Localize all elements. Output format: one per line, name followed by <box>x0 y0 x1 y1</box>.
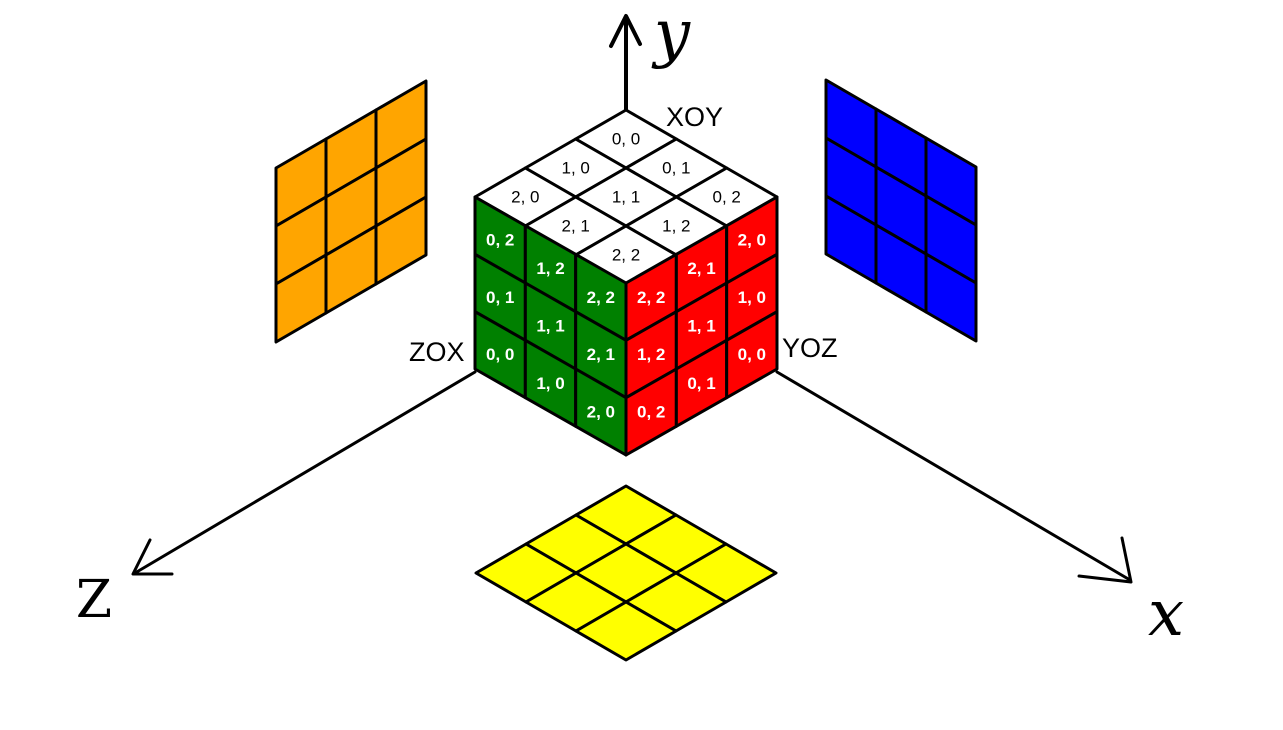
right-face-cell-r2-c2 <box>725 310 779 400</box>
cube-face-top-xoy: 0, 0 0, 1 0, 2 1, 0 1, 1 1, 2 2, 0 2, 1 2, 2 <box>473 108 779 286</box>
y-axis-label: y <box>651 0 691 71</box>
right-face-cell-label: 1, 2 <box>637 345 665 364</box>
top-face-cell-label: 1, 1 <box>612 188 640 207</box>
top-face-cell-label: 0, 1 <box>662 159 690 178</box>
cube-face-right-yoz: 2, 2 2, 1 2, 0 1, 2 1, 1 1, 0 0, 2 0, 1 0, 0 <box>624 195 779 457</box>
left-face-cell-label: 2, 0 <box>587 403 615 422</box>
y-axis-arrowhead <box>609 14 642 48</box>
x-axis-line <box>775 370 1132 582</box>
exploded-face-blue <box>824 78 978 343</box>
right-face-cell-label: 0, 0 <box>738 345 766 364</box>
right-face-cell-label: 1, 1 <box>687 317 715 336</box>
top-face-cell-label: 1, 2 <box>662 217 690 236</box>
top-face-cell-label: 2, 1 <box>561 217 589 236</box>
top-face-cell-label: 2, 0 <box>511 188 539 207</box>
x-axis-arrowhead <box>1077 536 1133 584</box>
exploded-face-yellow <box>474 484 778 662</box>
z-axis-line <box>133 370 477 575</box>
left-face-cell-label: 1, 1 <box>536 317 564 336</box>
left-face-cell-label: 0, 2 <box>486 231 514 250</box>
blue-face-cell-r2-c2 <box>924 252 978 343</box>
left-face-cell-label: 2, 2 <box>587 288 615 307</box>
x-axis-label: x <box>1148 577 1184 651</box>
right-face-cell-label: 1, 0 <box>738 288 766 307</box>
z-axis-label: Z <box>76 570 112 630</box>
plane-label-zox: ZOX <box>409 337 465 367</box>
left-face-cell-label: 0, 1 <box>486 288 514 307</box>
plane-label-yoz: YOZ <box>782 333 838 363</box>
exploded-face-orange <box>274 79 428 344</box>
cube-face-left-zox: 0, 2 1, 2 2, 2 0, 1 1, 1 2, 1 0, 0 1, 0 2, 0 <box>473 195 628 457</box>
right-face-cell-label: 0, 2 <box>637 403 665 422</box>
top-face-cell-label: 0, 0 <box>612 130 640 149</box>
left-face-cell-label: 2, 1 <box>587 345 615 364</box>
right-face-cell-label: 0, 1 <box>687 374 715 393</box>
right-face-cell-label: 2, 1 <box>687 259 715 278</box>
top-face-cell-label: 0, 2 <box>712 188 740 207</box>
left-face-cell-label: 1, 2 <box>536 259 564 278</box>
z-axis-arrowhead <box>131 538 174 576</box>
left-face-cell-label: 0, 0 <box>486 345 514 364</box>
top-face-cell-label: 1, 0 <box>561 159 589 178</box>
left-face-cell-label: 1, 0 <box>536 374 564 393</box>
right-face-cell-label: 2, 2 <box>637 288 665 307</box>
orange-face-cell-r2-c2 <box>374 195 428 286</box>
axes <box>131 14 1133 584</box>
plane-label-xoy: XOY <box>666 102 723 132</box>
right-face-cell-label: 2, 0 <box>738 231 766 250</box>
yellow-face-cell-r2-c2 <box>574 600 678 662</box>
top-face-cell-label: 2, 2 <box>612 246 640 265</box>
